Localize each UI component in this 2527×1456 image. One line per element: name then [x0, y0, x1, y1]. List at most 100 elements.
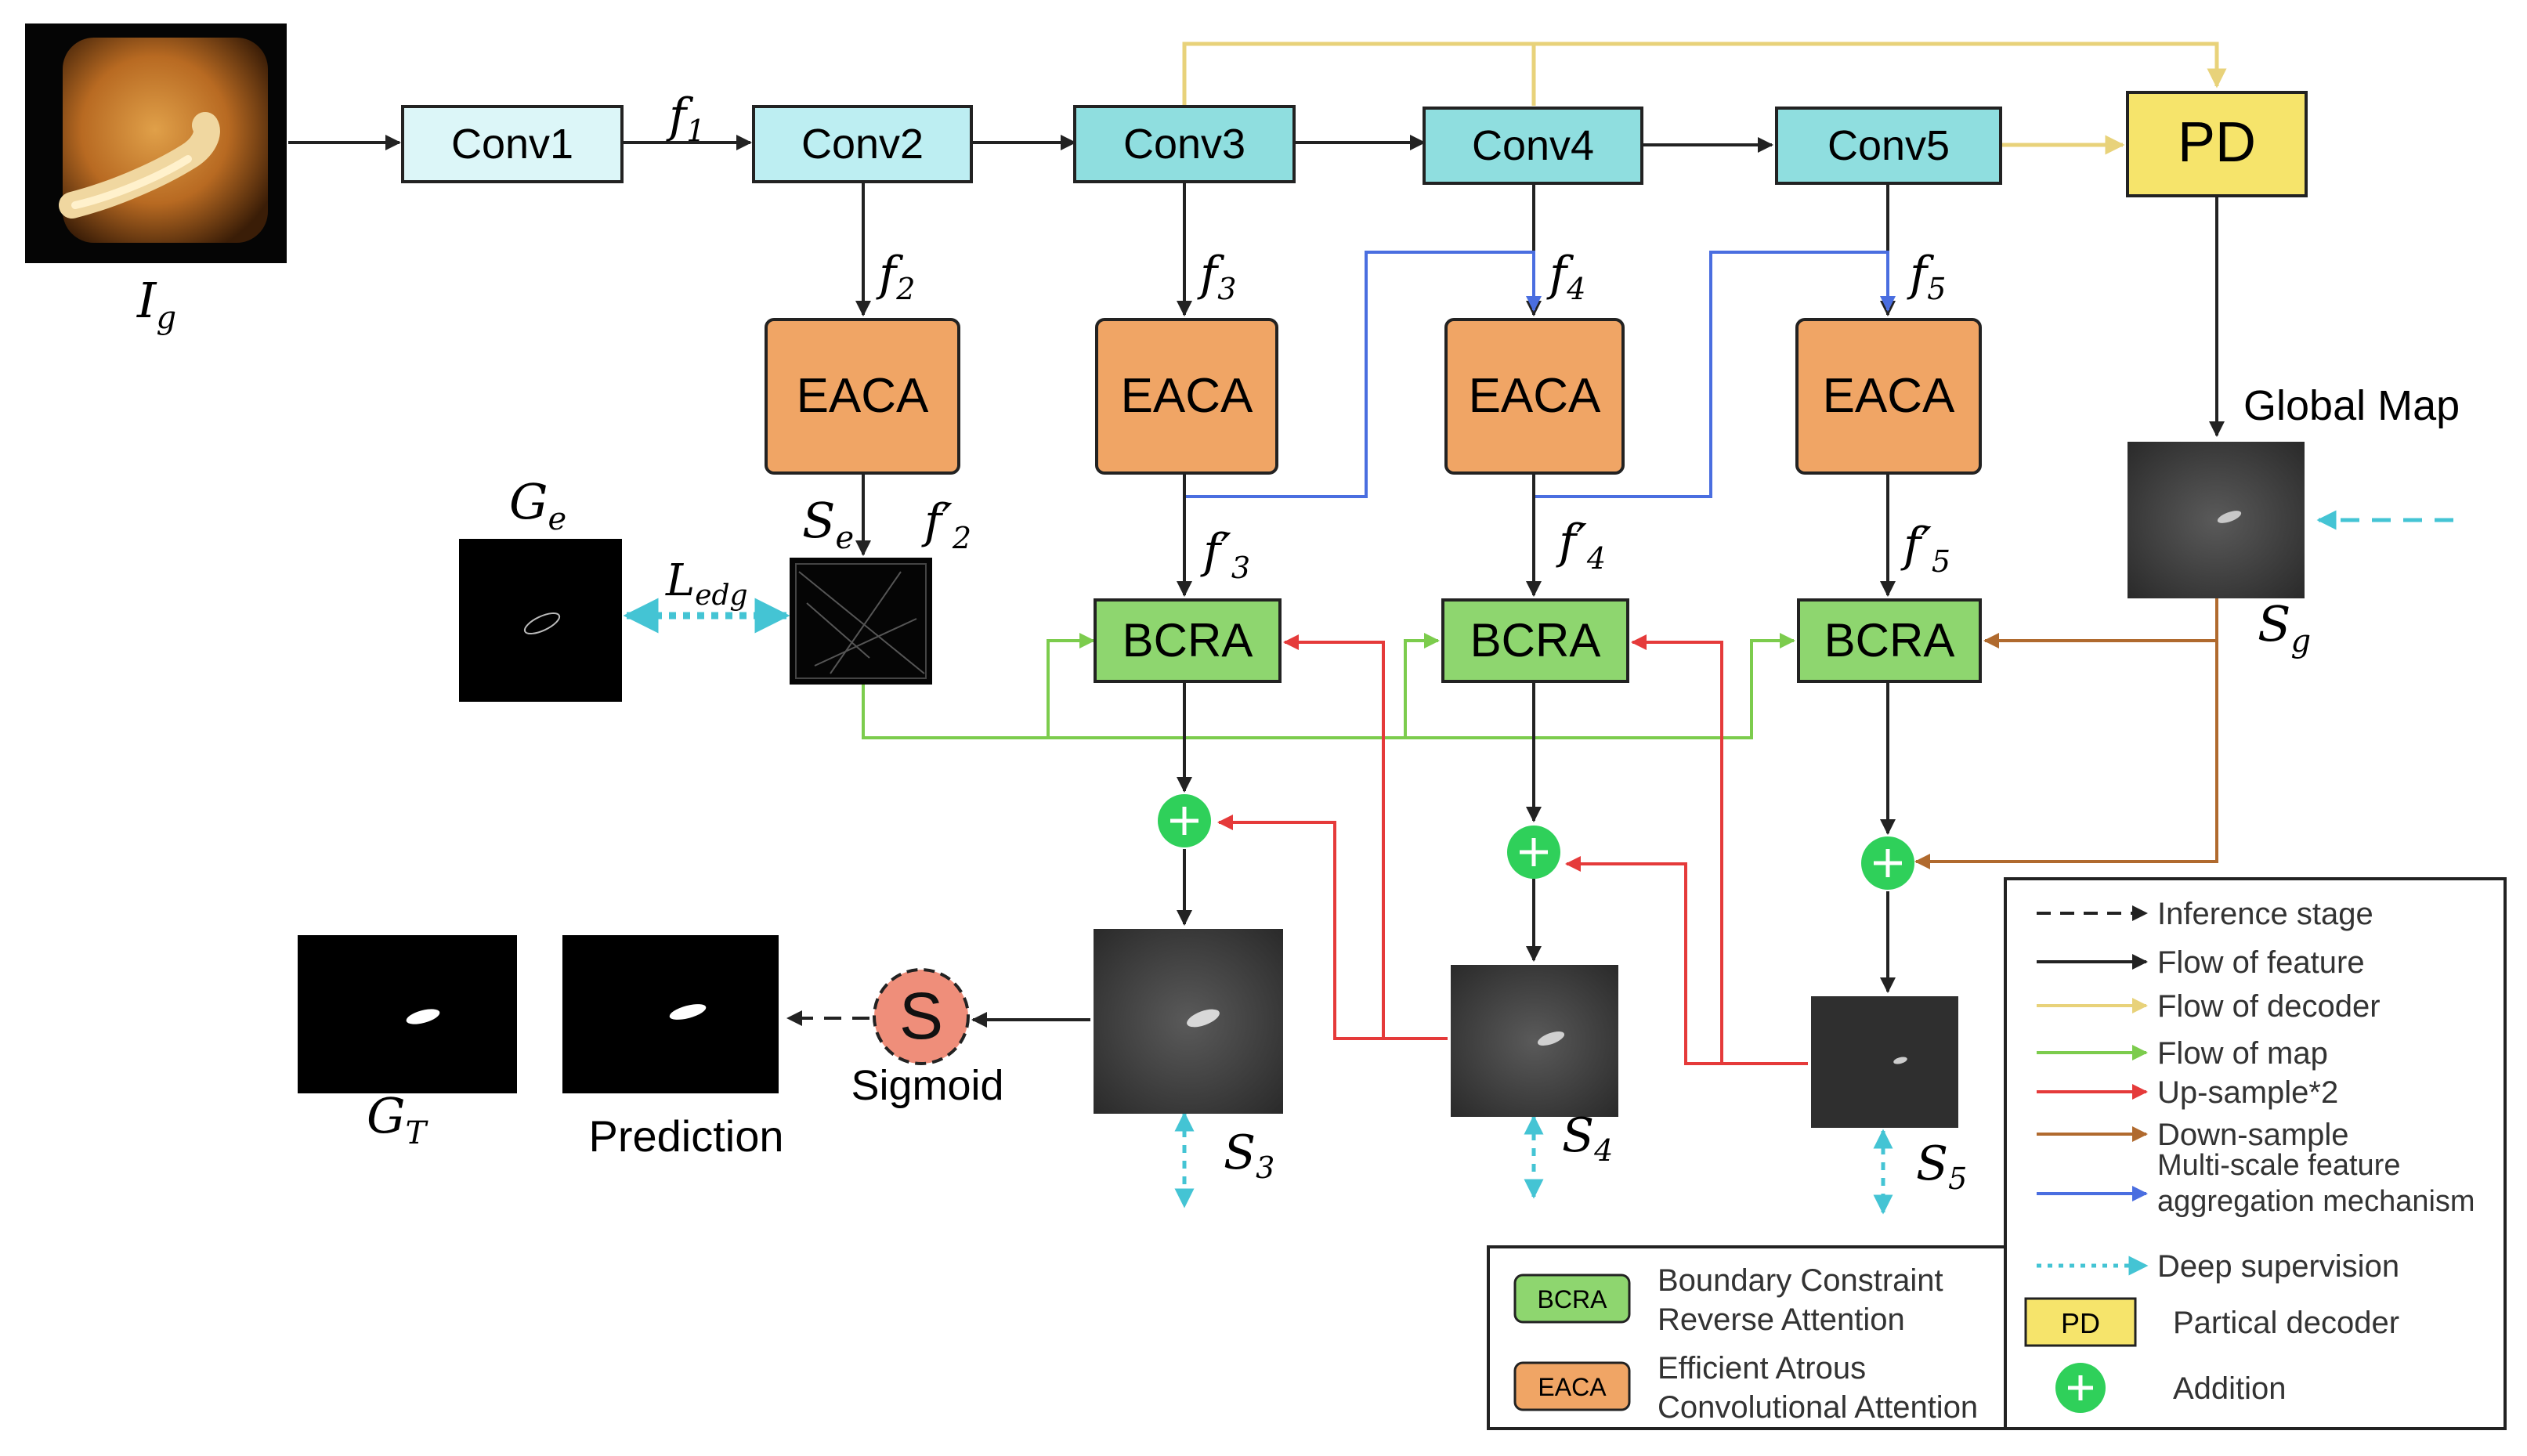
conv4-block: Conv4: [1423, 107, 1643, 185]
decoder-edge-conv3-pd: [1182, 42, 2227, 106]
f3p-label: f′3: [1200, 524, 1250, 585]
input-label: Ig: [136, 272, 176, 336]
eaca-block-4: EACA: [1444, 318, 1625, 475]
f4-label: f4: [1546, 247, 1585, 306]
legend-label: Partical decoder: [2173, 1306, 2399, 1340]
eaca-block-5: EACA: [1795, 318, 1982, 475]
legend-swatch: [1513, 1274, 1631, 1324]
legend-label: aggregation mechanism: [2157, 1185, 2475, 1218]
bcra-label: BCRA: [1470, 614, 1601, 667]
legend-label: Multi-scale feature: [2157, 1149, 2400, 1182]
legend-swatch-text: EACA: [1538, 1373, 1607, 1401]
conv4-label: Conv4: [1472, 122, 1594, 169]
sigmoid-symbol: S: [899, 979, 943, 1053]
legend-entry-0: Inference stage: [2037, 897, 2373, 931]
se-image: [790, 558, 932, 685]
f2-label: f2: [876, 247, 915, 306]
s4-label: S4: [1562, 1108, 1613, 1168]
ge-image: [459, 539, 622, 702]
ge-label: Ge: [509, 473, 566, 537]
ledg-label: Ledg: [665, 555, 748, 612]
conv5-block: Conv5: [1775, 107, 2002, 185]
sigmoid-node: S: [873, 968, 970, 1065]
f1-label: f1: [666, 89, 705, 148]
pd-label: PD: [2178, 111, 2256, 174]
ground-truth-image: [298, 935, 517, 1093]
eaca-label: EACA: [1121, 369, 1253, 423]
eaca-block-2: EACA: [765, 318, 960, 475]
legend-swatch-text: PD: [2061, 1307, 2100, 1339]
s5-label: S5: [1916, 1136, 1967, 1196]
conv3-label: Conv3: [1123, 121, 1245, 168]
bcra-label: BCRA: [1824, 614, 1955, 667]
upsample-edge-s4-bcra3: [1283, 634, 1448, 1040]
f2p-label: f′2: [921, 494, 971, 555]
legend-entry-5: Down-sample: [2037, 1118, 2349, 1152]
legend-label: Down-sample: [2157, 1118, 2349, 1152]
legend-label: Deep supervision: [2157, 1249, 2399, 1284]
legend-swatch: [1513, 1361, 1631, 1411]
legend-swatch-text: BCRA: [1538, 1285, 1608, 1313]
input-image: [25, 23, 287, 263]
bcra-label: BCRA: [1123, 614, 1253, 667]
legend-label: Boundary Constraint: [1658, 1263, 1943, 1298]
f4p-label: f′4: [1556, 515, 1606, 576]
legend-label: Up-sample*2: [2157, 1075, 2338, 1110]
conv3-block: Conv3: [1073, 105, 1296, 183]
prediction-label: Prediction: [588, 1111, 783, 1161]
legend-label: Flow of feature: [2157, 945, 2365, 980]
pd-block: PD: [2126, 91, 2308, 197]
legend-label: Addition: [2173, 1371, 2287, 1406]
conv2-label: Conv2: [801, 121, 924, 168]
f5-label: f5: [1907, 247, 1946, 306]
legend-label: Inference stage: [2157, 897, 2373, 931]
bcra-block-3: BCRA: [1094, 598, 1282, 683]
legend-label: Reverse Attention: [1658, 1302, 1905, 1337]
eaca-label: EACA: [1469, 369, 1601, 423]
legend-label: Flow of decoder: [2157, 989, 2381, 1024]
legend-swatch: [2024, 1297, 2137, 1347]
prediction-image: [562, 935, 779, 1093]
se-label: Se: [802, 492, 854, 556]
legend-entry-3: Flow of map: [2037, 1036, 2328, 1071]
legend-swatch-plus: [2068, 1375, 2093, 1400]
addition-node-5: [1861, 836, 1914, 890]
conv1-label: Conv1: [451, 121, 573, 168]
conv1-block: Conv1: [401, 105, 624, 183]
addition-node-3: [1158, 794, 1211, 847]
bcra-block-5: BCRA: [1797, 598, 1982, 683]
s3-image: [1094, 929, 1283, 1114]
legend-label: Efficient Atrous: [1658, 1351, 1866, 1386]
upsample-edge-s5-bcra4: [1631, 634, 1808, 1065]
sg-label: Sg: [2258, 595, 2311, 659]
upsample-edge-s5-add4: [1565, 856, 1808, 1065]
map-edge-se-bcra4: [1404, 633, 1440, 738]
s5-image: [1811, 996, 1958, 1128]
map-edge-se-bcra3: [1047, 633, 1095, 738]
legend-entry-9: Addition: [2055, 1363, 2287, 1413]
downsample-edge-sg-add5: [1914, 641, 2218, 869]
legend-entry-8: PD Partical decoder: [2024, 1297, 2399, 1347]
eaca-label: EACA: [1823, 369, 1955, 423]
conv5-label: Conv5: [1827, 122, 1950, 169]
downsample-edge-sg-bcra5: [1983, 597, 2218, 649]
eaca-block-3: EACA: [1095, 318, 1278, 475]
edges: [288, 42, 2453, 1215]
global-map-image: [2128, 442, 2305, 598]
addition-node-4: [1507, 826, 1560, 879]
global-map-label: Global Map: [2243, 382, 2460, 429]
sigmoid-label: Sigmoid: [851, 1062, 1003, 1109]
f3-label: f3: [1197, 247, 1236, 306]
map-edge-se-bcra: [862, 633, 1795, 739]
f5p-label: f′5: [1900, 518, 1950, 579]
upsample-edge-s4-add3: [1217, 815, 1448, 1040]
legend-entry-4: Up-sample*2: [2037, 1075, 2338, 1110]
legend-entry-7: Deep supervision: [2037, 1249, 2399, 1284]
legend-label: Flow of map: [2157, 1036, 2328, 1071]
legend-entry-2: Flow of decoder: [2037, 989, 2381, 1024]
